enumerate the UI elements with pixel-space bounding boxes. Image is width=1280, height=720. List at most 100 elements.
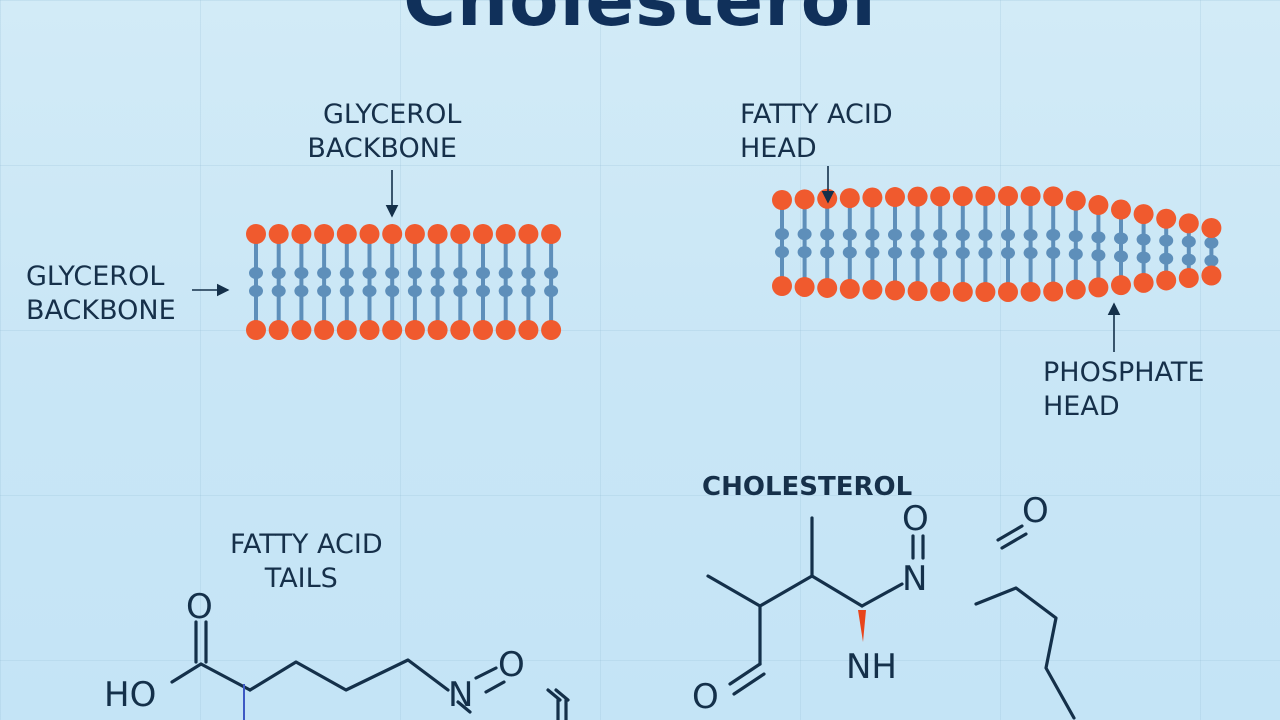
lipid-head [1043,281,1064,302]
atom-o-left: O [498,645,525,685]
lipid-tail-bead [362,267,377,279]
lipid-head [1020,281,1041,302]
atom-n-left: N [448,675,473,715]
lipid-head [314,320,335,340]
lipid-head [839,278,860,299]
lipid-head [885,187,905,208]
lipid-tail-bead [1091,249,1106,262]
lipid-head [404,320,425,340]
lipid-tail-bead [1159,234,1174,247]
lipid-tail-bead [498,285,513,297]
lipid-tail-bead [430,285,445,297]
lipid-tail-bead [1046,228,1061,241]
lipid-head [382,224,403,244]
lipid-head [1156,208,1177,229]
lipid-tail-bead [933,246,948,259]
lipid-tail-bead [820,246,835,259]
lipid-tail-bead [407,267,422,279]
lipid-tail-bead [775,228,789,240]
lipid-head [1156,270,1177,291]
lipid-tail-bead [453,285,468,297]
lipid-tail-bead [1023,228,1038,241]
lipid-tail-bead [339,267,354,279]
atom-nh: NH [846,647,897,687]
lipid-head [1111,275,1131,296]
lipid-tail-bead [476,285,490,297]
lipid-tail-bead [385,285,400,297]
lipid-tail-bead [1204,254,1219,267]
lipid-head [930,281,951,302]
lipid-tail-bead [521,285,536,297]
lipid-tail-bead [1091,231,1106,244]
lipid-tail-bead [888,246,902,259]
lipid-tail-bead [385,267,400,279]
lipid-head [1133,272,1154,293]
lipid-head [862,187,883,208]
lipid-tail-bead [1114,232,1128,245]
lipid-tail-bead [842,228,857,241]
lipid-tail-bead [978,228,993,241]
lipid-head [427,224,448,244]
lipid-head [291,320,312,340]
lipid-head [885,280,905,301]
lipid-head [1088,277,1109,298]
lipid-tail-bead [865,246,880,259]
lipid-head [314,224,335,244]
lipid-head [1201,218,1222,238]
lipid-head [1133,204,1154,225]
lipid-head [495,224,516,244]
lipid-tail-bead [271,285,286,297]
lipid-tail-bead [888,228,902,241]
lipid-tail-bead [842,246,857,259]
lipid-tail-bead [453,267,468,279]
lipid-head [450,320,471,340]
lipid-bilayer-right [772,186,1222,302]
lipid-head [862,279,883,300]
atom-o-acid: O [186,587,213,627]
lipid-tail-bead [249,285,263,297]
lipid-tail-bead [521,267,536,279]
lipid-tail-bead [1023,246,1038,259]
lipid-tail-bead [544,267,559,279]
lipid-head [268,224,289,244]
lipid-head [1065,190,1086,211]
lipid-head [541,224,562,244]
lipid-tail-bead [933,228,948,241]
lipid-tail-bead [820,228,835,241]
lipid-head [1178,213,1199,234]
lipid-head [1043,186,1064,207]
lipid-tail-bead [865,228,880,241]
lipid-tail-bead [978,246,993,259]
lipid-head [772,276,792,296]
label-fatty-acid-head: FATTY ACID HEAD [740,99,893,164]
lipid-head [907,186,928,207]
lipid-head [839,188,860,209]
lipid-head [794,189,815,210]
lipid-head [268,320,289,340]
atom-o-top: O [902,499,929,539]
lipid-tail-bead [910,228,925,241]
lipid-tail-bead [1181,235,1196,248]
lipid-head [1178,267,1199,288]
atom-o-far: O [1022,491,1049,531]
lipid-tail-bead [775,246,789,258]
lipid-head [975,186,996,207]
lipid-head [450,224,471,244]
lipid-head [1201,265,1222,286]
lipid-tail-bead [271,267,286,279]
lipid-head [817,277,838,298]
fatty-acid-structure [170,620,570,720]
lipid-tail-bead [249,267,263,279]
lipid-head [975,281,996,302]
lipid-head [473,320,493,340]
lipid-tail-bead [1001,246,1015,259]
lipid-tail-bead [1136,251,1151,264]
lipid-tail-bead [544,285,559,297]
lipid-tail-bead [1114,250,1128,263]
lipid-tail-bead [294,267,309,279]
atom-ho: HO [104,675,156,715]
lipid-head [246,320,266,340]
label-phosphate-head: PHOSPHATE HEAD [1043,357,1205,422]
label-fatty-acid-tails: FATTY ACID TAILS [230,529,383,594]
page-title: Cholesterol [403,0,877,42]
